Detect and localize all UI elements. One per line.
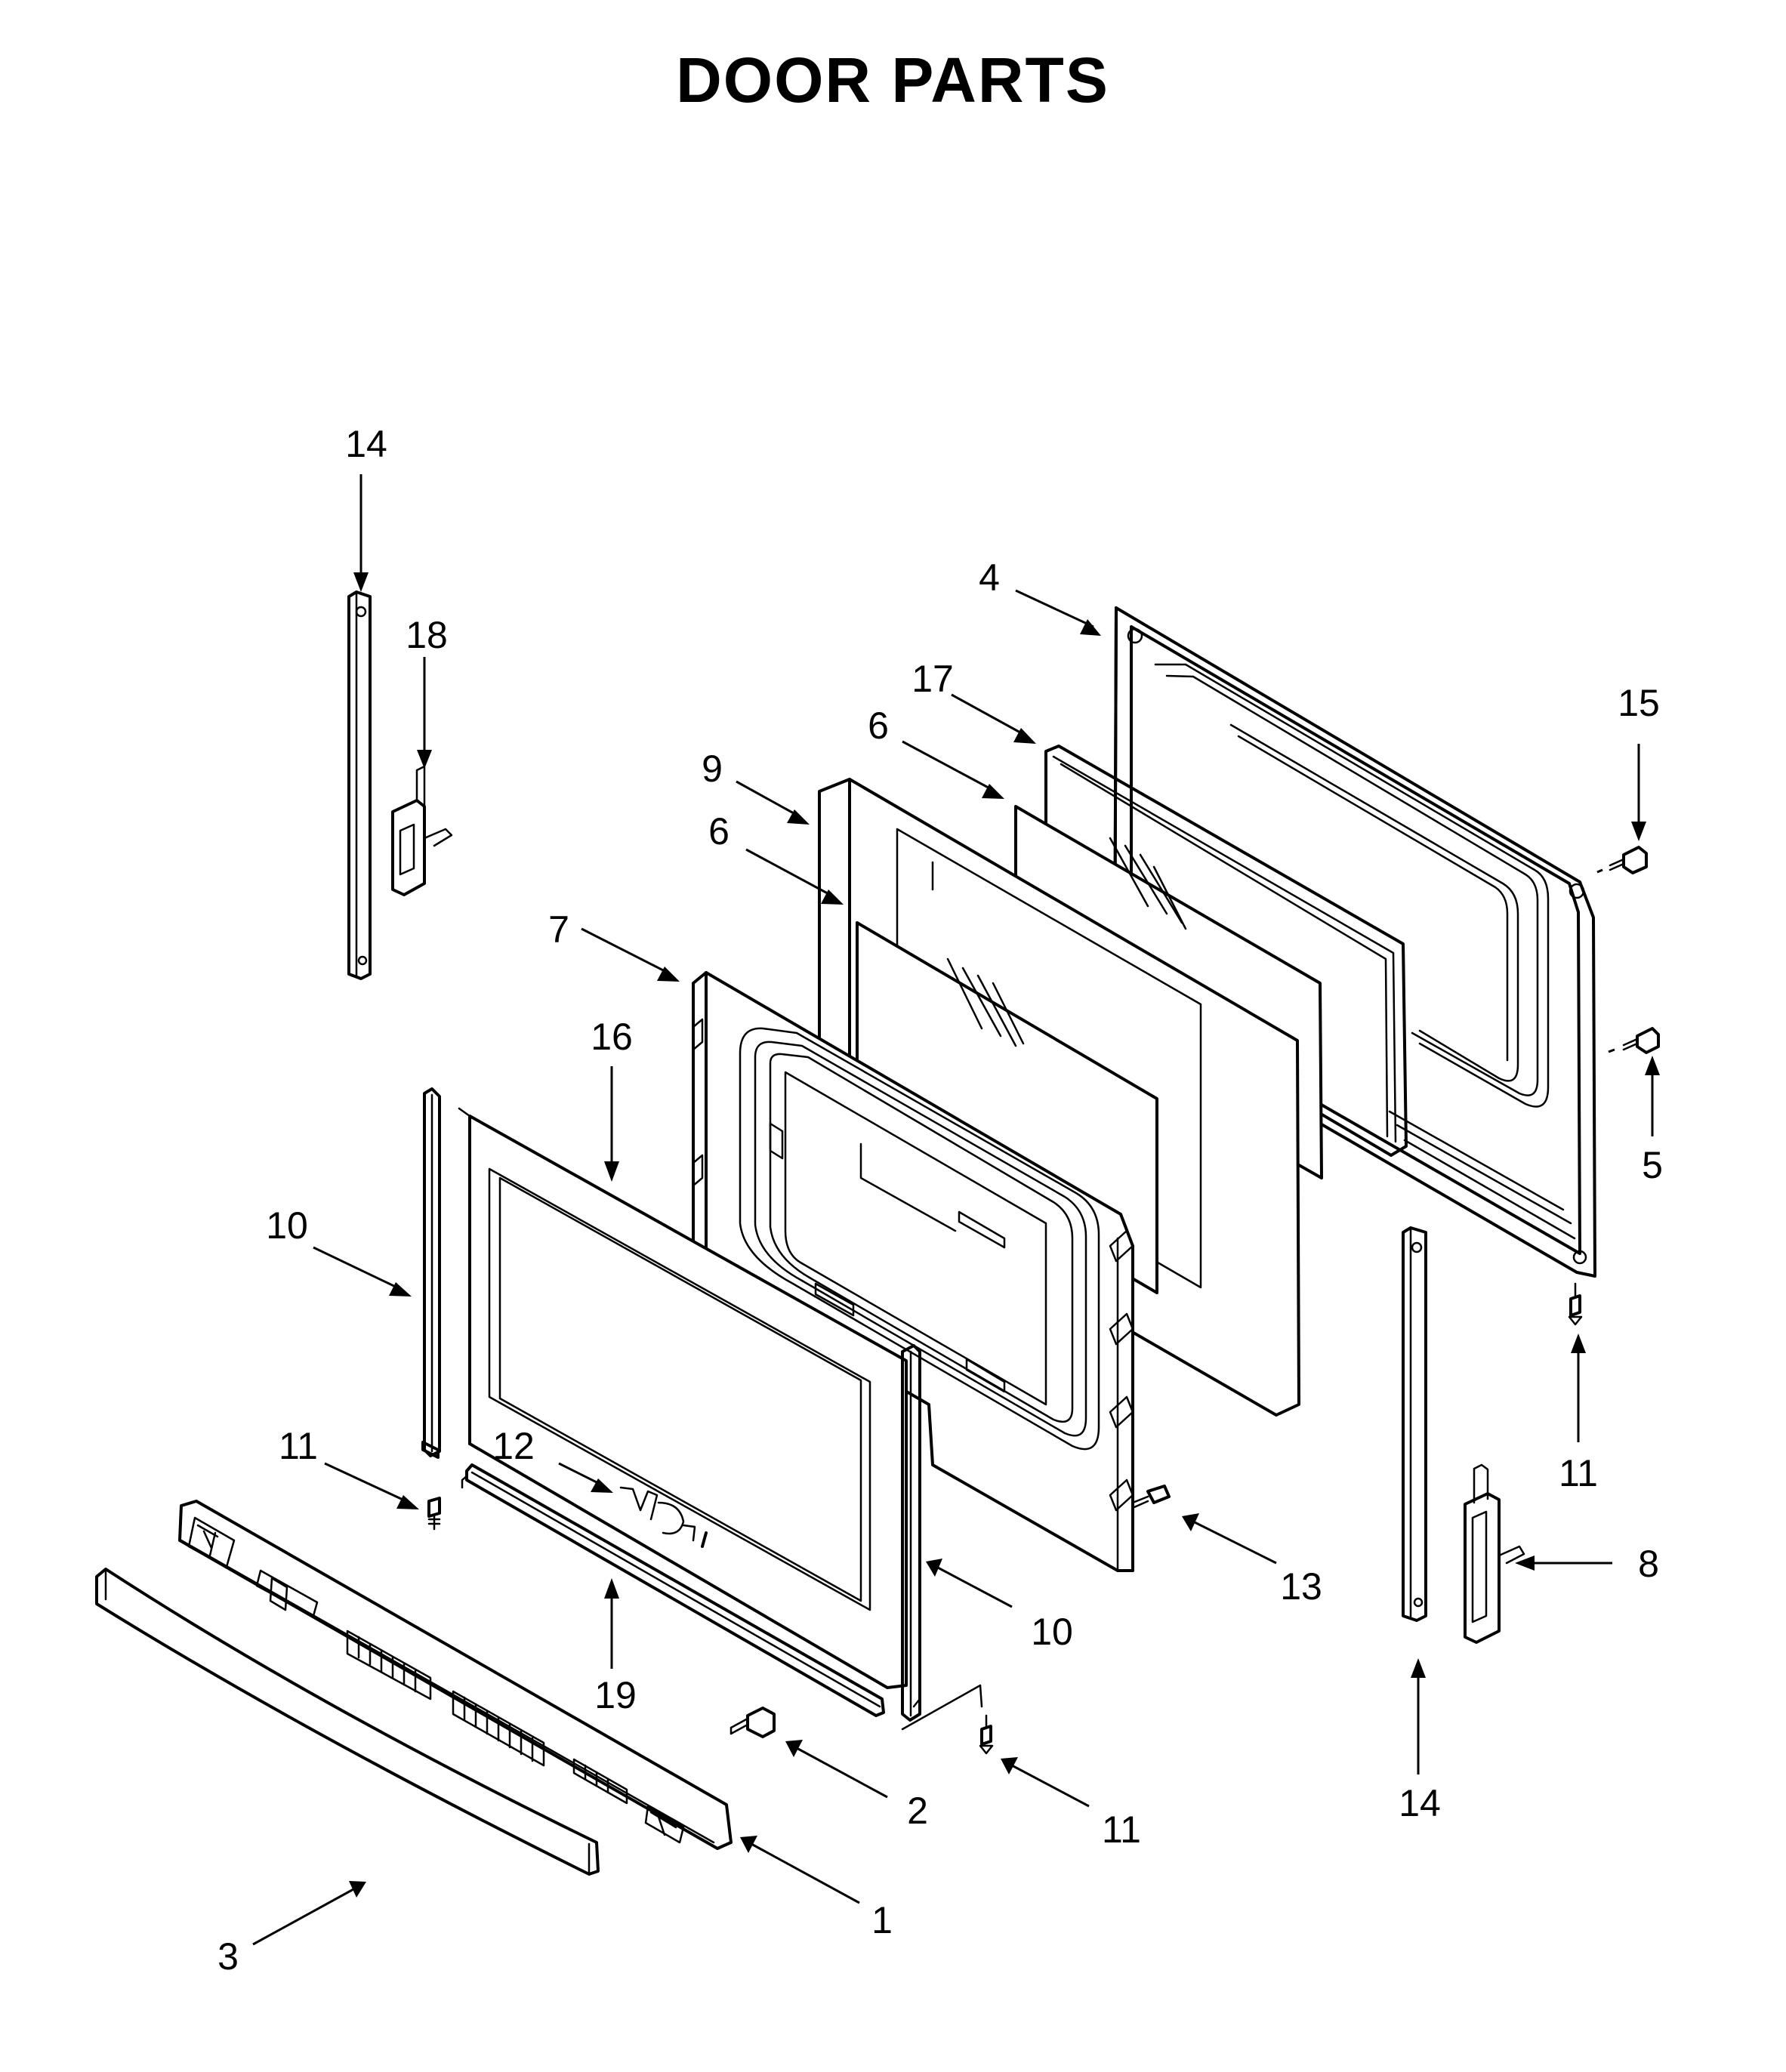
callout-labels: 1 2 3 4 5 6 6 7 8 9 10 10 11 11 11 12 13… <box>217 423 1663 1978</box>
page-title: DOOR PARTS <box>676 45 1109 116</box>
door-side-trim-right <box>901 1344 921 1722</box>
callout-9: 9 <box>702 748 723 790</box>
hinge-receiver-right <box>1402 1226 1427 1622</box>
liner-screw <box>1131 1485 1171 1509</box>
door-bottom-trim <box>461 1463 885 1717</box>
callout-7: 7 <box>548 908 569 951</box>
hinge-left <box>391 765 453 896</box>
screw-left <box>427 1497 441 1531</box>
callout-1: 1 <box>871 1899 893 1941</box>
callout-4: 4 <box>979 557 1000 599</box>
brand-logo <box>619 1486 708 1548</box>
callout-17: 17 <box>912 658 954 700</box>
handle-screw <box>730 1707 776 1738</box>
trim-bracket <box>901 1684 983 1731</box>
callout-6-lower: 6 <box>708 810 730 853</box>
hinge-receiver-left <box>347 590 372 980</box>
callout-5: 5 <box>1642 1144 1663 1186</box>
callout-13: 13 <box>1280 1565 1322 1608</box>
hinge-right <box>1464 1463 1525 1644</box>
door-side-trim-left <box>421 1087 441 1459</box>
callout-18: 18 <box>406 614 448 656</box>
callout-3: 3 <box>217 1935 239 1978</box>
callout-11-left: 11 <box>279 1425 318 1467</box>
panel-screw-upper <box>1596 846 1648 874</box>
callout-10-left: 10 <box>266 1204 308 1247</box>
leader-lines <box>252 474 1660 1946</box>
callout-6-upper: 6 <box>868 705 889 747</box>
callout-11-bottom: 11 <box>1102 1808 1141 1851</box>
callout-19: 19 <box>594 1674 637 1716</box>
outer-door-frame <box>458 1107 908 1689</box>
callout-11-right: 11 <box>1559 1452 1598 1494</box>
callout-12: 12 <box>492 1425 535 1467</box>
panel-screw-lower <box>1608 1027 1660 1054</box>
callout-14-top: 14 <box>345 423 387 465</box>
callout-2: 2 <box>907 1790 928 1832</box>
screw-bottom-center <box>979 1714 994 1755</box>
handle-support-panel <box>178 1500 733 1850</box>
callout-8: 8 <box>1638 1543 1659 1585</box>
callout-14-bottom: 14 <box>1399 1782 1441 1824</box>
screw-right <box>1568 1282 1583 1326</box>
callout-16: 16 <box>591 1016 633 1058</box>
door-handle <box>95 1568 600 1876</box>
callout-10-right: 10 <box>1031 1611 1073 1653</box>
callout-15: 15 <box>1618 682 1660 724</box>
